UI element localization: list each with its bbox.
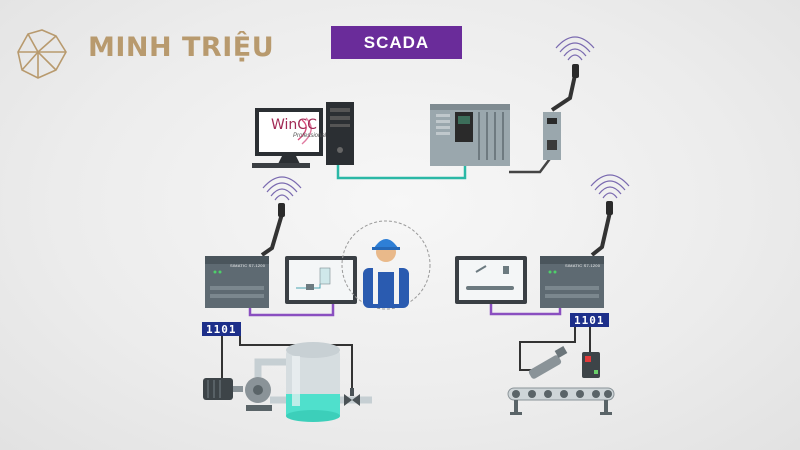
pc-tower [326,102,354,165]
motor-icon [203,378,233,400]
wireless-signal-icon [262,176,302,201]
antenna-icon [572,64,579,78]
network-tag-right: 1101 [570,313,609,327]
plc-left-label: SIMATIC S7-1200 [230,263,266,268]
brand-name: MINH TRIỆU [88,32,275,63]
hmi-link-right [489,303,562,316]
left-antenna-cable [260,213,284,257]
hmi-right [455,256,527,304]
storage-tank [286,342,340,422]
network-tag-left: 1101 [202,322,241,336]
antenna-icon [278,203,285,217]
hmi-left [285,256,357,304]
photoelectric-sensor-icon [582,352,600,378]
plc-right-body [540,256,604,308]
gateway-antenna-cable [550,74,577,112]
wireless-gateway [543,112,561,160]
wincc-edition-text: Professional [293,133,327,139]
wire-prox-sensor [519,327,576,371]
plc-left-body [205,256,269,308]
control-valve-icon [344,388,360,406]
wireless-signal-icon [555,36,595,61]
conveyor-belt [507,387,615,415]
plc-right [540,256,604,308]
cable-plc-gateway [509,155,553,174]
wincc-logo-text: WinCC [271,117,317,133]
motor-pump-assembly [203,377,272,411]
plc-right-label: SIMATIC S7-1200 [565,263,601,268]
hmi-right-screen [459,260,523,300]
crystal-gem-icon [17,29,67,79]
proximity-sensor-icon [528,346,568,379]
plc-rack [430,104,510,166]
diagram-title: SCADA [331,26,462,59]
wireless-signal-icon [590,174,630,199]
plc-left [205,256,269,308]
monitor-screen [259,112,319,152]
right-antenna-cable [590,211,612,257]
wincc-logo-icon [297,117,312,145]
keyboard [252,163,310,168]
hard-hat-icon [374,239,398,248]
operator-avatar [341,220,431,310]
profinet-cable-pc-plc [336,163,467,180]
scada-workstation [252,102,354,168]
antenna-icon [606,201,613,215]
hmi-link-left [248,303,335,317]
